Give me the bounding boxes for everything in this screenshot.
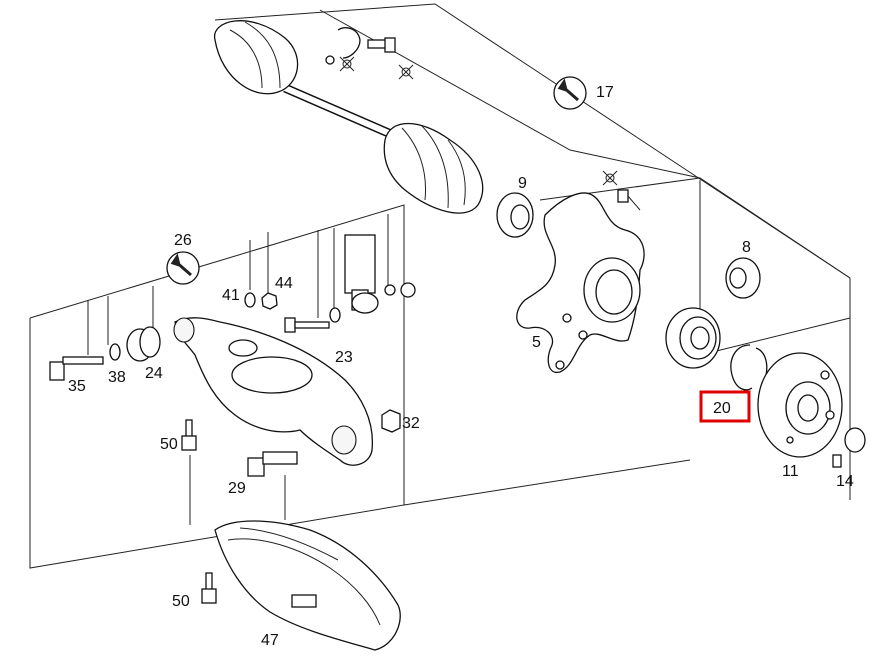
label-50-bottom: 50 bbox=[172, 593, 190, 610]
circlip-top bbox=[325, 27, 396, 65]
steering-knuckle-part-5 bbox=[516, 192, 645, 373]
label-20: 20 bbox=[713, 400, 731, 417]
torque-symbol-icon bbox=[339, 56, 618, 186]
bolt-part-29 bbox=[247, 451, 298, 477]
label-32: 32 bbox=[402, 415, 420, 432]
grease-nipple-part-50 bbox=[201, 572, 217, 604]
label-35: 35 bbox=[68, 378, 86, 395]
washers-nuts bbox=[244, 292, 341, 333]
label-41: 41 bbox=[222, 287, 240, 304]
bolt-part-35 bbox=[49, 356, 104, 381]
bushing-part-8 bbox=[725, 257, 761, 299]
cover-part-47 bbox=[214, 520, 401, 651]
highlight-box-part-20 bbox=[699, 390, 751, 423]
wrench-icon bbox=[553, 76, 587, 110]
grease-nipple-part-50 bbox=[181, 419, 197, 451]
label-47: 47 bbox=[261, 632, 279, 649]
washer-part-38 bbox=[109, 343, 121, 361]
wheel-hub-part-11 bbox=[757, 352, 843, 458]
control-arm-part-23 bbox=[173, 317, 374, 466]
label-14: 14 bbox=[836, 473, 854, 490]
damper-strut bbox=[344, 234, 416, 314]
label-26: 26 bbox=[174, 232, 192, 249]
wheel-bearing bbox=[665, 307, 721, 369]
label-23: 23 bbox=[335, 349, 353, 366]
label-44: 44 bbox=[275, 275, 293, 292]
label-24: 24 bbox=[145, 365, 163, 382]
nut-part-32 bbox=[381, 409, 401, 433]
assembly-frame-lines bbox=[29, 3, 851, 569]
label-9: 9 bbox=[518, 175, 527, 192]
bushing-part-24 bbox=[126, 326, 161, 362]
label-11: 11 bbox=[782, 463, 799, 480]
bushing-part-9 bbox=[496, 192, 534, 238]
wheel-bolt-part-14 bbox=[832, 427, 866, 468]
bolt-knuckle-top bbox=[617, 189, 641, 211]
label-50-top: 50 bbox=[160, 436, 178, 453]
label-17: 17 bbox=[596, 84, 614, 101]
label-8: 8 bbox=[742, 239, 751, 256]
drive-shaft bbox=[214, 20, 484, 214]
label-29: 29 bbox=[228, 480, 246, 497]
leader-lines bbox=[87, 180, 701, 355]
wrench-icon bbox=[166, 251, 200, 285]
label-5: 5 bbox=[532, 334, 541, 351]
part-labels: 17 9 26 8 41 44 5 23 35 38 24 20 32 50 1… bbox=[68, 84, 854, 649]
label-38: 38 bbox=[108, 369, 126, 386]
